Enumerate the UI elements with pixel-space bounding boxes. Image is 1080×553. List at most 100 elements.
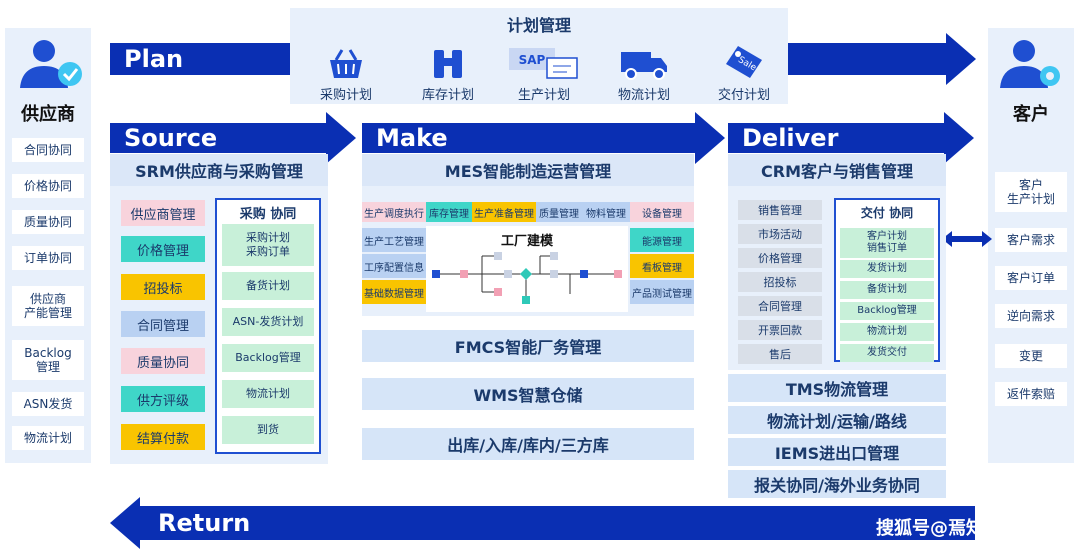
- source-item: 结算付款: [121, 424, 205, 450]
- supplier-item: 供应商 产能管理: [12, 286, 84, 326]
- deliver-coop-title: 交付 协同: [860, 206, 914, 220]
- supplier-item: 订单协同: [12, 246, 84, 270]
- truck-icon: [619, 44, 669, 80]
- plan-icon-label: 库存计划: [421, 88, 474, 103]
- source-label: Source: [124, 124, 218, 152]
- plan-title: 计划管理: [506, 16, 571, 35]
- return-arrow: Return: [140, 506, 975, 540]
- binoculars-icon: [428, 44, 468, 80]
- source-item: 供应商管理: [121, 200, 205, 226]
- make-arrow: Make: [362, 123, 697, 153]
- source-coop-item: 采购计划 采购订单: [222, 224, 314, 266]
- plan-icon-label: 生产计划: [517, 88, 570, 103]
- deliver-bar: 报关协同/海外业务协同: [728, 470, 946, 498]
- factory-model-title: 工厂建模: [500, 234, 553, 249]
- make-title: MES智能制造运营管理: [362, 154, 694, 186]
- source-arrow: Source: [110, 123, 328, 153]
- source-coop-item: ASN-发货计划: [222, 308, 314, 336]
- make-top-tag: 生产调度执行: [362, 202, 426, 222]
- customer-item: 客户需求: [995, 228, 1067, 252]
- source-item: 合同管理: [121, 311, 205, 337]
- make-top-tag: 设备管理: [630, 202, 694, 222]
- source-title: SRM供应商与采购管理: [110, 154, 328, 186]
- supplier-panel: [5, 28, 91, 463]
- make-arrow-head: [695, 112, 725, 164]
- deliver-bar: IEMS进出口管理: [728, 438, 946, 466]
- plan-icon-1: 库存计划: [404, 44, 492, 103]
- double-arrow-icon: [942, 230, 992, 248]
- supplier-user-icon: [14, 36, 84, 94]
- deliver-item: 开票回款: [738, 320, 822, 340]
- source-coop-item: 到货: [222, 416, 314, 444]
- deliver-label: Deliver: [742, 124, 839, 152]
- plan-icon-label: 采购计划: [319, 88, 372, 103]
- plan-icon-2: SAP 生产计划: [500, 44, 588, 103]
- sap-icon: SAP: [507, 44, 581, 80]
- source-item: 价格管理: [121, 236, 205, 262]
- make-top-tag: 生产准备管理: [472, 202, 536, 222]
- plan-icon-label: 物流计划: [617, 88, 670, 103]
- supplier-item: 质量协同: [12, 210, 84, 234]
- return-arrow-head: [110, 497, 140, 549]
- make-top-tag: 物料管理: [582, 202, 630, 222]
- customer-item: 变更: [995, 344, 1067, 368]
- make-top-tag: 质量管理: [536, 202, 582, 222]
- make-left-tag: 工序配置信息: [362, 254, 426, 278]
- plan-icon-3: 物流计划: [600, 44, 688, 103]
- basket-icon: [326, 44, 366, 80]
- deliver-bar: 物流计划/运输/路线: [728, 406, 946, 434]
- plan-arrow: Plan: [110, 43, 290, 75]
- deliver-coop-item: 发货交付: [840, 344, 934, 362]
- customer-item: 返件索赔: [995, 382, 1067, 406]
- customer-item: 逆向需求: [995, 304, 1067, 328]
- supplier-item: 合同协同: [12, 138, 84, 162]
- source-item: 招投标: [121, 274, 205, 300]
- source-coop-item: 备货计划: [222, 272, 314, 300]
- plan-arrow-head: [946, 33, 976, 85]
- deliver-arrow: Deliver: [728, 123, 946, 153]
- source-coop-title: 采购 协同: [239, 207, 297, 222]
- sale-tag-icon: Sale: [724, 44, 764, 80]
- plan-label: Plan: [124, 45, 184, 73]
- watermark: 搜狐号@焉知科技: [876, 518, 1020, 539]
- make-right-tag: 产品测试管理: [630, 280, 694, 304]
- make-label: Make: [376, 124, 448, 152]
- process-flow-diagram: [430, 246, 626, 308]
- supplier-item: 物流计划: [12, 426, 84, 450]
- make-bar: WMS智慧仓储: [362, 378, 694, 410]
- plan-icon-4: Sale 交付计划: [700, 44, 788, 103]
- make-left-tag: 基础数据管理: [362, 280, 426, 304]
- deliver-coop-item: 备货计划: [840, 281, 934, 299]
- plan-icon-label: 交付计划: [717, 88, 770, 103]
- source-item: 供方评级: [121, 386, 205, 412]
- customer-user-gear-icon: [996, 36, 1066, 94]
- return-label: Return: [158, 509, 251, 537]
- source-coop-item: 物流计划: [222, 380, 314, 408]
- deliver-coop-item: 客户计划 销售订单: [840, 228, 934, 258]
- customer-item: 客户 生产计划: [995, 172, 1067, 212]
- deliver-title: CRM客户与销售管理: [728, 154, 946, 186]
- supplier-item: 价格协同: [12, 174, 84, 198]
- source-item: 质量协同: [121, 348, 205, 374]
- deliver-item: 销售管理: [738, 200, 822, 220]
- deliver-item: 招投标: [738, 272, 822, 292]
- svg-text:SAP: SAP: [519, 53, 546, 67]
- supplier-item: Backlog 管理: [12, 340, 84, 380]
- customer-item: 客户订单: [995, 266, 1067, 290]
- make-top-tag: 库存管理: [426, 202, 472, 222]
- customer-title: 客户: [1013, 104, 1049, 125]
- make-bar: FMCS智能厂务管理: [362, 330, 694, 362]
- deliver-item: 市场活动: [738, 224, 822, 244]
- deliver-item: 售后: [738, 344, 822, 364]
- make-bar: 出库/入库/库内/三方库: [362, 428, 694, 460]
- make-left-tag: 生产工艺管理: [362, 228, 426, 252]
- supplier-item: ASN发货: [12, 392, 84, 416]
- make-right-tag: 能源管理: [630, 228, 694, 252]
- deliver-bar: TMS物流管理: [728, 374, 946, 402]
- deliver-coop-item: 发货计划: [840, 260, 934, 278]
- source-coop-item: Backlog管理: [222, 344, 314, 372]
- plan-arrow-tail: [788, 43, 948, 75]
- make-right-tag: 看板管理: [630, 254, 694, 278]
- deliver-item: 合同管理: [738, 296, 822, 316]
- plan-icon-0: 采购计划: [302, 44, 390, 103]
